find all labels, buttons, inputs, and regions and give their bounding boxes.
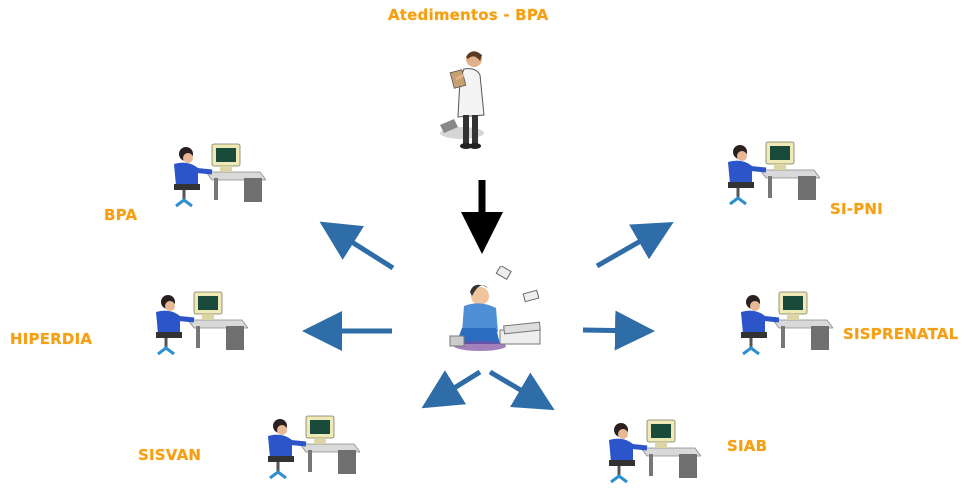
label-sisprenatal: SISPRENATAL [843, 325, 959, 343]
computer-workstation-icon [735, 288, 834, 358]
arrow-to-si-pni [595, 222, 674, 269]
arrow-to-sisprenatal [582, 310, 655, 351]
label-si-pni: SI-PNI [830, 200, 883, 218]
label-bpa: BPA [104, 206, 138, 224]
doctor-icon [440, 51, 485, 149]
diagram-title: Atedimentos - BPA [388, 6, 549, 24]
clerk-with-papers-icon [449, 266, 541, 351]
computer-workstation-icon [722, 138, 821, 208]
arrow-to-siab [488, 369, 555, 411]
label-hiperdia: HIPERDIA [10, 330, 93, 348]
computer-workstation-icon [150, 288, 249, 358]
arrow-to-bpa [319, 221, 395, 271]
computer-workstation-icon [168, 140, 267, 210]
computer-workstation-icon [603, 416, 702, 486]
label-siab: SIAB [727, 437, 768, 455]
arrow-to-sisvan [421, 369, 482, 409]
computer-workstation-icon [262, 412, 361, 482]
label-sisvan: SISVAN [138, 446, 202, 464]
